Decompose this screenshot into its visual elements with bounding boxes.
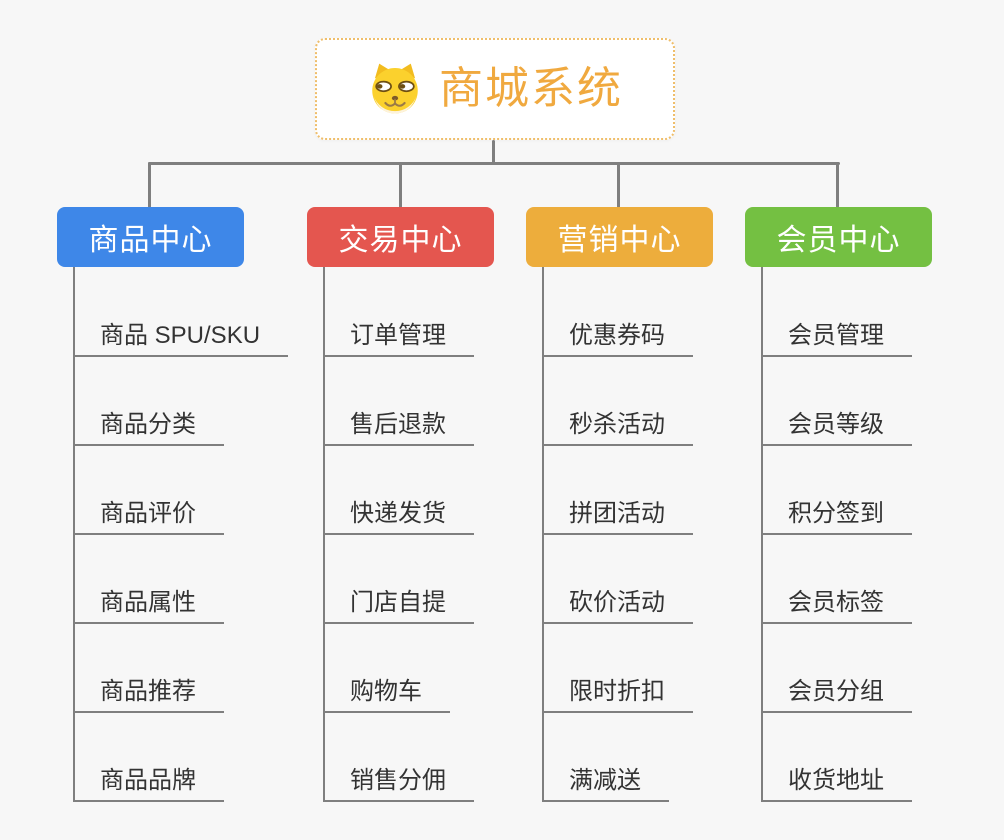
item-node[interactable]: 商品分类 <box>73 408 224 446</box>
item-node[interactable]: 优惠券码 <box>542 319 693 357</box>
item-node[interactable]: 拼团活动 <box>542 497 693 535</box>
connector-drop-4 <box>836 162 839 208</box>
item-node[interactable]: 商品推荐 <box>73 675 224 713</box>
root-node[interactable]: 商城系统 <box>315 38 675 140</box>
branch-label: 商品中心 <box>88 224 213 257</box>
item-node[interactable]: 积分签到 <box>761 497 912 535</box>
item-node[interactable]: 商品品牌 <box>73 764 224 802</box>
branch-label: 会员中心 <box>776 224 901 257</box>
item-node[interactable]: 会员分组 <box>761 675 912 713</box>
item-node[interactable]: 快递发货 <box>323 497 474 535</box>
connector-root-drop <box>492 140 495 165</box>
root-label: 商城系统 <box>439 64 623 113</box>
branch-node-4[interactable]: 会员中心 <box>745 207 932 267</box>
item-node[interactable]: 限时折扣 <box>542 675 693 713</box>
item-node[interactable]: 会员标签 <box>761 586 912 624</box>
item-node[interactable]: 砍价活动 <box>542 586 693 624</box>
branch-label: 交易中心 <box>338 224 463 257</box>
item-node[interactable]: 购物车 <box>323 675 450 713</box>
item-node[interactable]: 销售分佣 <box>323 764 474 802</box>
item-node[interactable]: 秒杀活动 <box>542 408 693 446</box>
item-node[interactable]: 订单管理 <box>323 319 474 357</box>
connector-drop-3 <box>617 162 620 208</box>
doge-icon <box>372 63 418 114</box>
connector-trunk <box>148 162 840 165</box>
item-node[interactable]: 满减送 <box>542 764 669 802</box>
item-node[interactable]: 售后退款 <box>323 408 474 446</box>
branch-node-3[interactable]: 营销中心 <box>526 207 713 267</box>
item-node[interactable]: 商品评价 <box>73 497 224 535</box>
item-node[interactable]: 会员管理 <box>761 319 912 357</box>
branch-node-1[interactable]: 商品中心 <box>57 207 244 267</box>
item-node[interactable]: 商品属性 <box>73 586 224 624</box>
branch-node-2[interactable]: 交易中心 <box>307 207 494 267</box>
item-node[interactable]: 商品 SPU/SKU <box>73 319 289 357</box>
item-node[interactable]: 收货地址 <box>761 764 912 802</box>
branch-label: 营销中心 <box>557 224 682 257</box>
item-node[interactable]: 门店自提 <box>323 586 474 624</box>
connector-drop-2 <box>399 162 402 208</box>
connector-drop-1 <box>148 162 151 208</box>
item-node[interactable]: 会员等级 <box>761 408 912 446</box>
